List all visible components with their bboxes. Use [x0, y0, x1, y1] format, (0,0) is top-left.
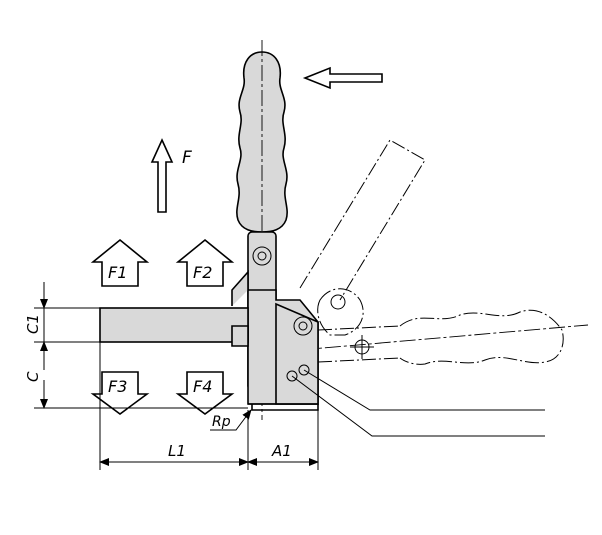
force-arrow-f2	[175, 238, 235, 287]
dimension-l1-a1	[99, 342, 319, 470]
dimension-label-a1: A1	[271, 442, 292, 460]
mounting-lines	[291, 369, 545, 437]
force-label-f3: F3	[108, 377, 127, 396]
radius-label-rp: Rp	[212, 414, 231, 430]
radius-rp-leader	[210, 409, 252, 431]
force-label-f1: F1	[108, 263, 127, 282]
push-direction-arrow	[302, 66, 383, 90]
dimension-c1-c	[34, 282, 248, 409]
handle-grip	[236, 40, 288, 420]
force-arrow-f4	[175, 371, 235, 415]
force-arrow-f1	[90, 238, 150, 287]
force-label-f4: F4	[193, 377, 212, 396]
dimension-label-c1: C1	[24, 314, 42, 334]
dimension-label-l1: L1	[168, 442, 186, 460]
clamp-bar	[99, 307, 249, 347]
force-label-f2: F2	[193, 263, 212, 282]
force-arrow-up	[150, 138, 174, 213]
dimension-label-c: C	[24, 371, 42, 382]
clamp-base	[231, 269, 319, 411]
force-label: F	[182, 148, 192, 168]
open-position-ghost	[299, 139, 589, 365]
